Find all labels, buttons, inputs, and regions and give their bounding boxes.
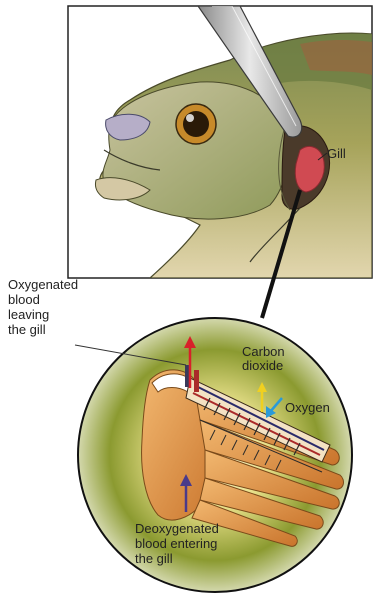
carbon-dioxide-label: Carbon dioxide [242,344,288,373]
oxygenated-blood-label: Oxygenated blood leaving the gill [8,277,82,337]
gill-label: Gill [327,146,346,161]
fish-eye [176,104,216,144]
fish-illustration-panel: Gill [68,6,372,278]
oxygen-label: Oxygen [285,400,330,415]
